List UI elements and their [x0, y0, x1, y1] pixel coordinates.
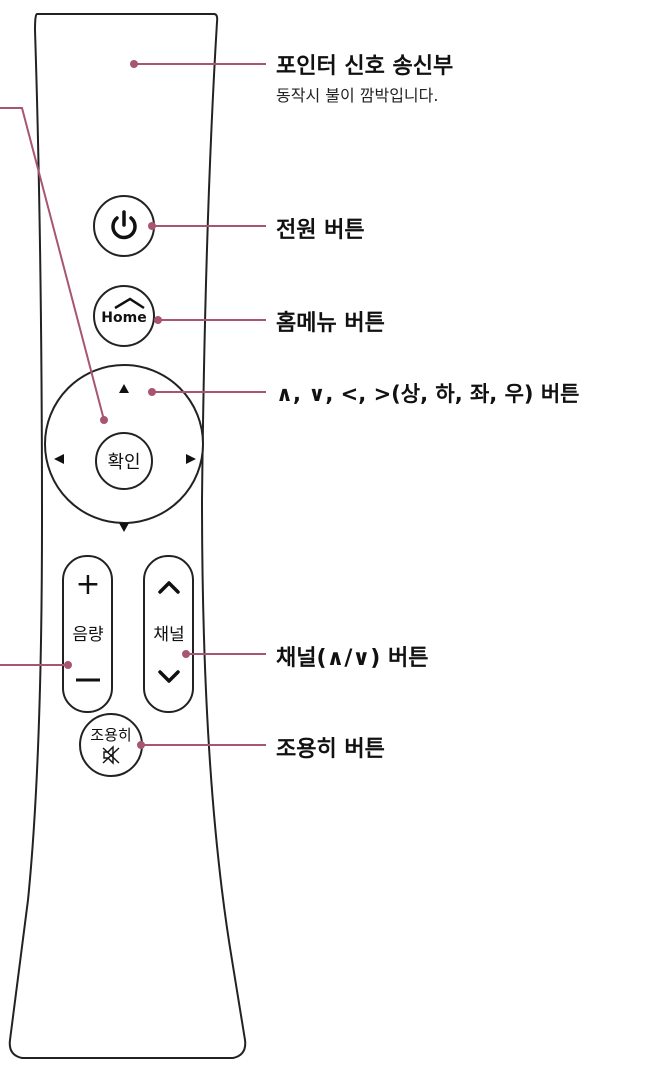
arrow-up-icon[interactable] [119, 384, 129, 393]
callout-direction: ∧, ∨, <, >(상, 하, 좌, 우) 버튼 [276, 382, 580, 406]
volume-up-icon[interactable]: + [75, 567, 100, 602]
callout-pointer-title: 포인터 신호 송신부 [276, 54, 454, 79]
arrow-down-icon[interactable] [119, 523, 129, 532]
channel-up-icon[interactable] [158, 581, 180, 594]
callout-pointer-desc: 동작시 불이 깜박입니다. [276, 86, 439, 105]
leader-dot-mute [137, 741, 145, 749]
leader-dot-home [154, 316, 162, 324]
volume-label: 음량 [72, 625, 104, 645]
mute-button[interactable]: 조용히 [79, 713, 143, 777]
callout-mute: 조용히 버튼 [276, 737, 385, 762]
ok-button-label: 확인 [107, 452, 140, 473]
leader-dot-ok [100, 416, 108, 424]
callout-power: 전원 버튼 [276, 218, 365, 243]
channel-label: 채널 [153, 625, 184, 645]
leader-dot-direction [148, 388, 156, 396]
callout-channel: 채널(∧/∨) 버튼 [276, 646, 429, 671]
power-button[interactable] [93, 195, 155, 257]
arrow-right-icon[interactable] [186, 454, 196, 464]
arrow-left-icon[interactable] [54, 454, 64, 464]
leader-dot-power [148, 222, 156, 230]
home-button[interactable]: Home [93, 285, 155, 347]
mute-speaker-icon [102, 745, 120, 765]
leader-ok [0, 107, 105, 421]
channel-rocker[interactable]: 채널 [143, 555, 194, 713]
ok-button[interactable]: 확인 [95, 432, 153, 490]
leader-dot-volume [64, 661, 72, 669]
leader-dot-channel [182, 650, 190, 658]
leader-dot-pointer [130, 60, 138, 68]
power-icon [111, 210, 137, 240]
volume-rocker[interactable]: + 음량 [62, 555, 113, 713]
callout-home: 홈메뉴 버튼 [276, 311, 385, 336]
home-button-label: Home [101, 310, 146, 326]
mute-button-label: 조용히 [90, 726, 131, 744]
channel-down-icon[interactable] [158, 670, 180, 683]
remote-body [8, 13, 247, 1059]
home-roof-icon [114, 297, 145, 310]
